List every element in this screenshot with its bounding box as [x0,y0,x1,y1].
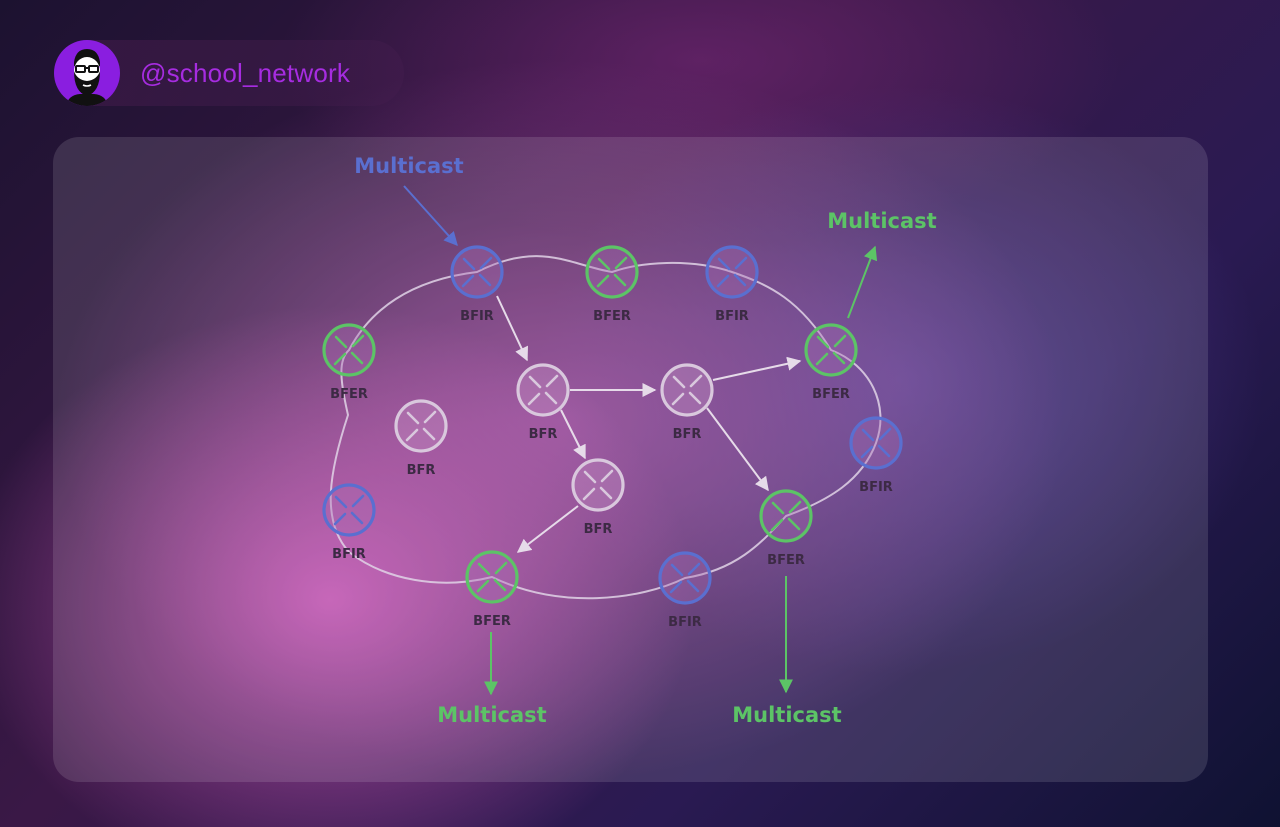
router-circle [394,399,448,453]
router-circle [658,551,712,605]
router-label: BFIR [859,480,893,495]
router-circle [804,323,858,377]
avatar[interactable] [54,40,120,106]
flow-arrow-bfir-to-bfr [496,295,528,362]
router-node-bfer-top: BFER [585,245,639,324]
router-node-bfir-top-right: BFIR [705,245,759,324]
flow-arrow-bfr-right-to-bfer-right [712,356,802,381]
router-circle [585,245,639,299]
router-node-bfir-left: BFIR [322,483,376,562]
multicast-out-top-arrow [847,245,878,319]
multicast-out-bottom-right-label: Multicast [732,703,841,727]
router-circle [705,245,759,299]
router-label: BFER [593,309,631,324]
router-label: BFIR [715,309,749,324]
router-circle [516,363,570,417]
router-label: BFR [529,427,558,442]
router-circle [849,416,903,470]
router-circle [571,458,625,512]
router-label: BFER [767,553,805,568]
router-node-bfer-lower-right: BFER [759,489,813,568]
router-circle [465,550,519,604]
router-circle [322,323,376,377]
router-node-bfr-left: BFR [394,399,448,478]
router-label: BFR [407,463,436,478]
router-node-bfr-center: BFR [516,363,570,442]
profile-header[interactable]: @school_network [54,40,404,106]
router-label: BFER [812,387,850,402]
router-node-bfer-left: BFER [322,323,376,402]
username[interactable]: @school_network [140,58,351,88]
flow-arrow-bfr-lower-to-bfer-bottom [516,505,579,553]
router-node-bfir-bottom: BFIR [658,551,712,630]
router-node-bfir-top: BFIR [450,245,504,324]
multicast-out-top-label: Multicast [827,209,936,233]
router-node-bfir-right: BFIR [849,416,903,495]
flow-arrow-bfr-to-bfr-lower [560,409,586,460]
multicast-out-bottom-left-label: Multicast [437,703,546,727]
router-circle [450,245,504,299]
router-node-bfr-center-right: BFR [660,363,714,442]
router-label: BFIR [668,615,702,630]
flow-arrow-bfr-right-to-bfer-lower [706,407,769,492]
router-circle [322,483,376,537]
diagram-panel [53,137,1208,782]
multicast-in-arrow [403,185,458,247]
router-label: BFIR [332,547,366,562]
router-circle [660,363,714,417]
router-label: BFIR [460,309,494,324]
router-node-bfer-bottom: BFER [465,550,519,629]
router-label: BFR [673,427,702,442]
network-ring [329,255,882,600]
router-label: BFER [473,614,511,629]
bearded-man-with-glasses-icon [66,49,108,106]
router-label: BFR [584,522,613,537]
router-circle [759,489,813,543]
router-label: BFER [330,387,368,402]
router-node-bfr-lower: BFR [571,458,625,537]
multicast-in-label: Multicast [354,154,463,178]
router-node-bfer-right: BFER [804,323,858,402]
